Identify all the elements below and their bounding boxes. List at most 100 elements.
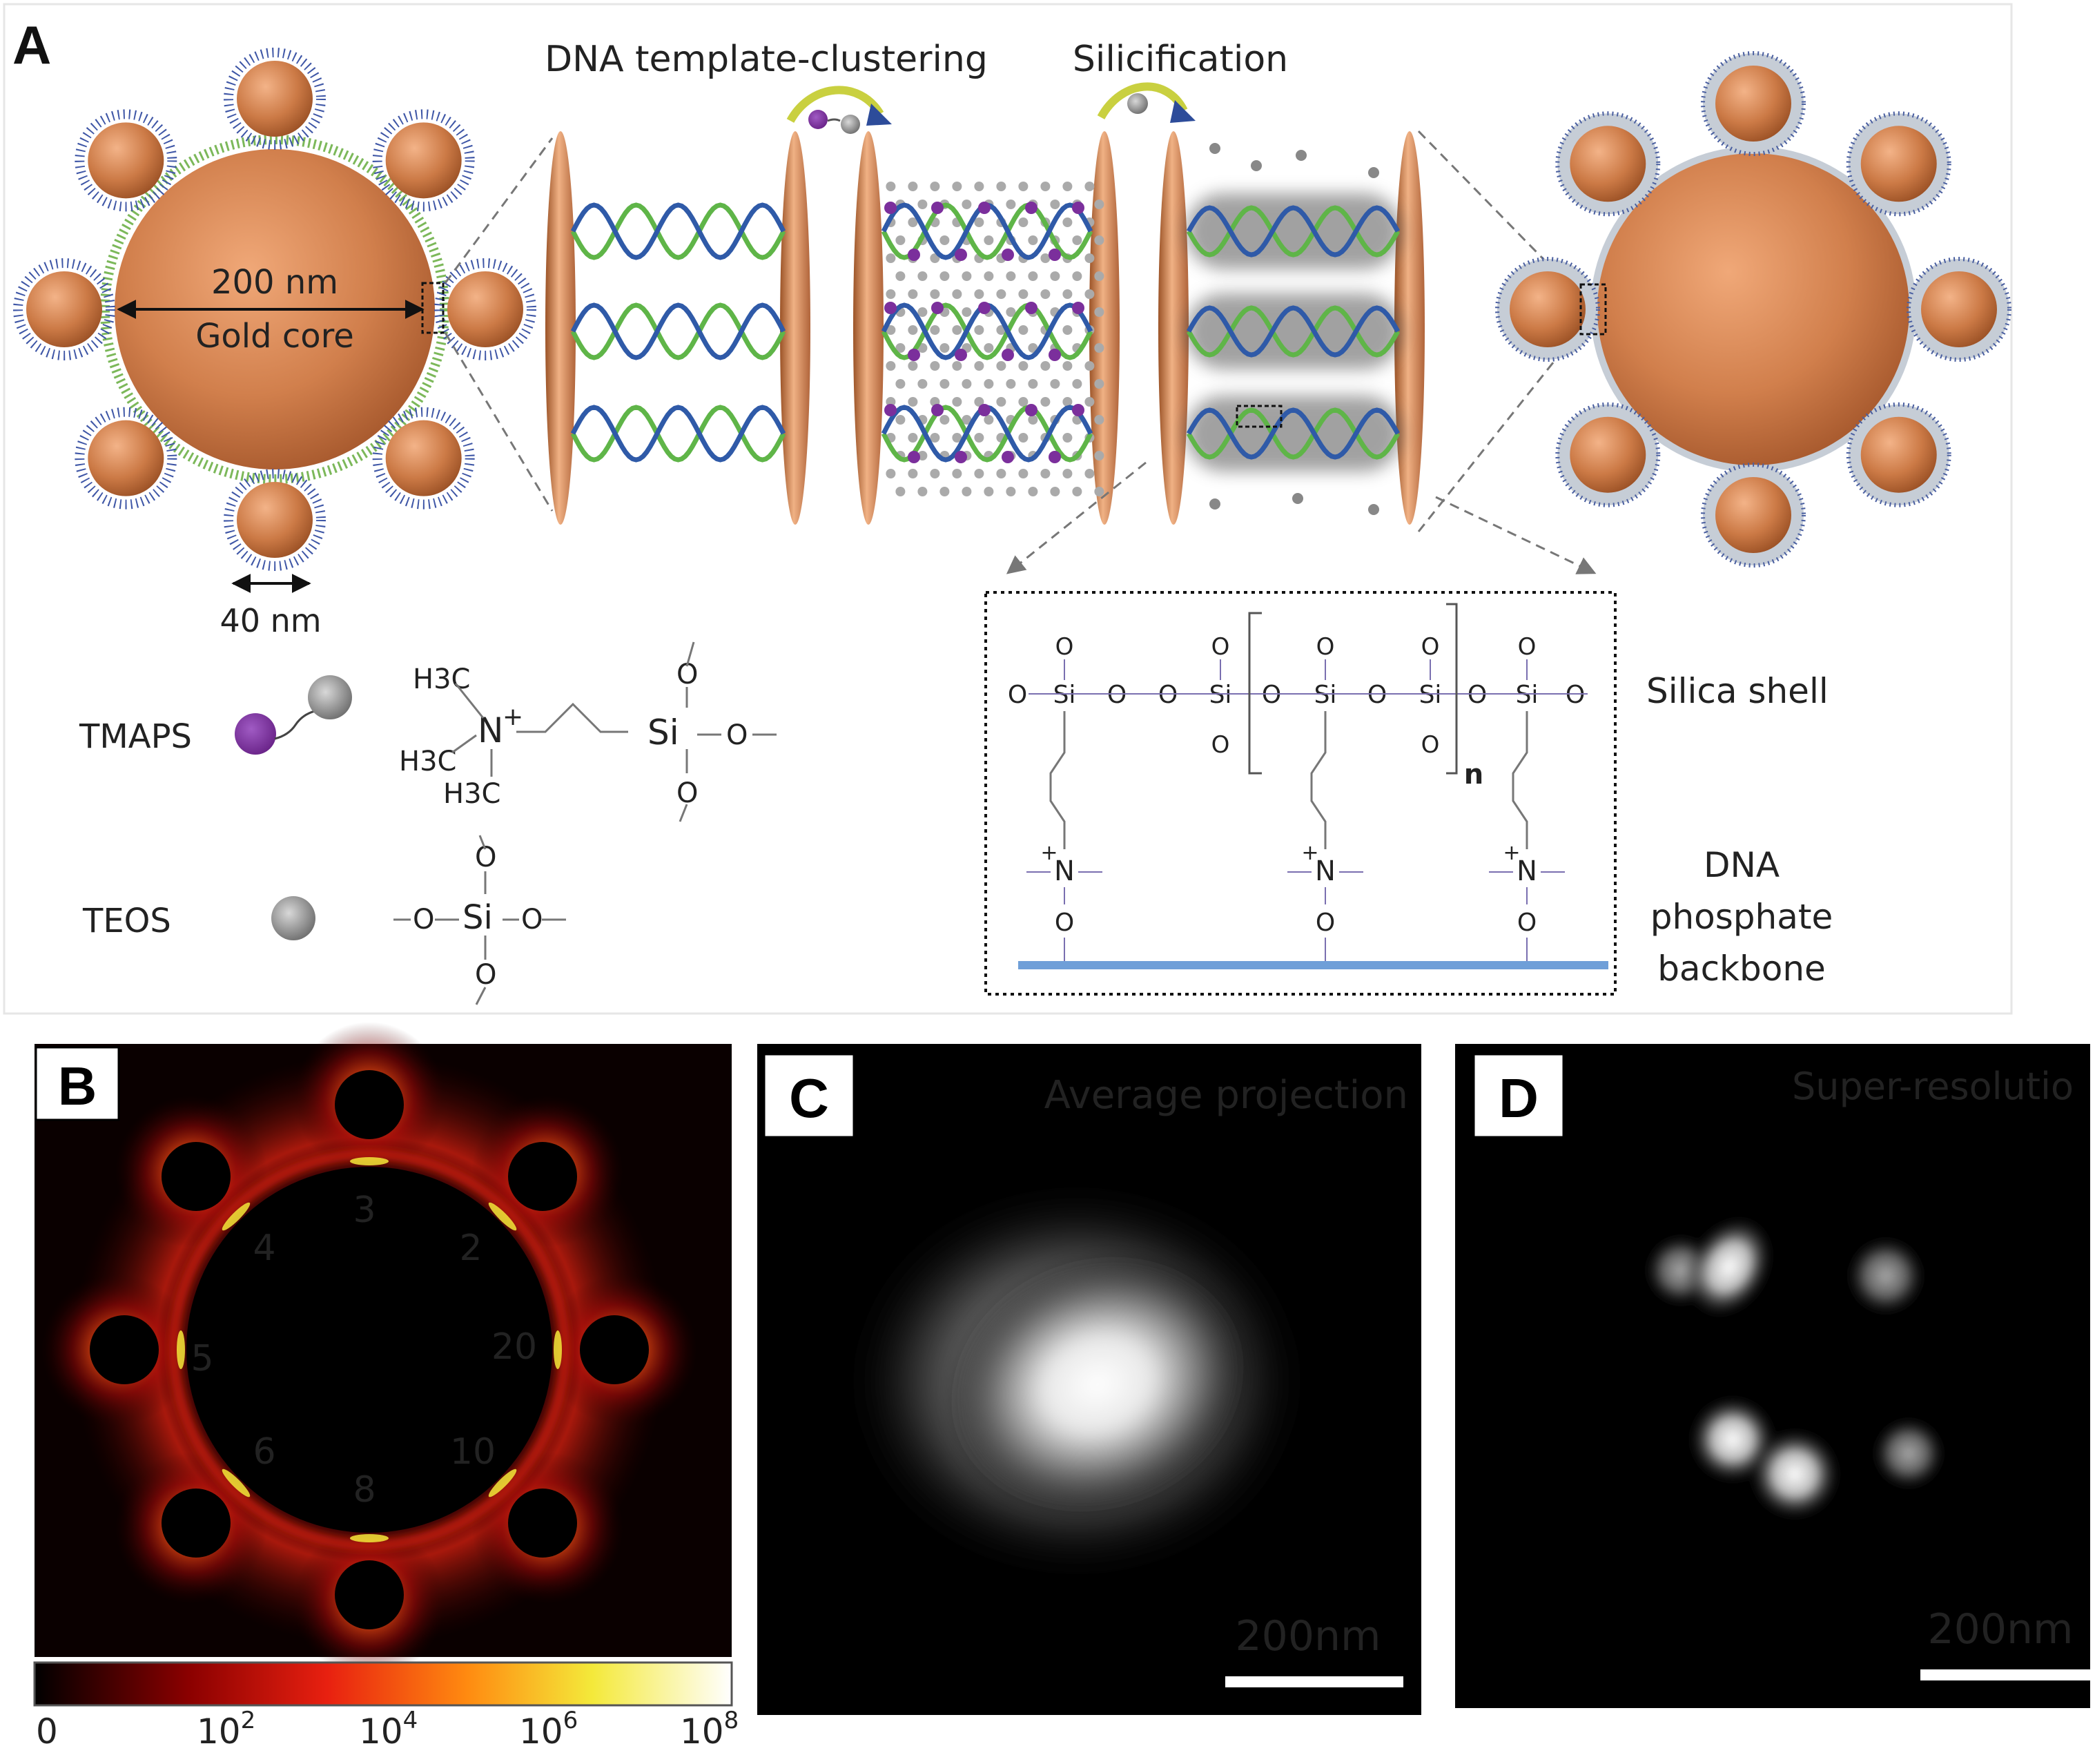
- teos-o-right: O: [521, 904, 543, 936]
- step1-title: DNA template-clustering: [545, 39, 988, 80]
- satellite-shadow: [508, 1489, 578, 1558]
- teos-molecule: [974, 361, 984, 371]
- gold-satellite: [1715, 477, 1791, 553]
- gap-hotspot: [177, 1330, 185, 1369]
- disk-pair-2: [853, 131, 1120, 525]
- teos-molecule: [886, 253, 896, 263]
- teos-molecule: [930, 182, 940, 191]
- teos-molecule: [939, 487, 950, 496]
- gap-label: 8: [353, 1469, 376, 1511]
- tmaps-molecule: [908, 349, 920, 361]
- tmaps-molecule: [978, 202, 991, 214]
- teos-molecule: [939, 271, 950, 281]
- teos-o-bottom: O: [475, 959, 496, 991]
- core-size-label: 200 nm: [211, 263, 338, 302]
- dna-backbone-bar: [1018, 961, 1608, 969]
- teos-molecule: [895, 487, 906, 496]
- silicon-atom: Si: [1314, 681, 1337, 709]
- teos-molecule: [1028, 235, 1038, 245]
- panel-c-label: C: [789, 1067, 829, 1129]
- inset-frame: [984, 591, 1617, 996]
- tmaps-o-right: O: [726, 719, 748, 751]
- tmaps-tail: [274, 710, 315, 740]
- satellite-shadow: [90, 1315, 159, 1384]
- propyl-chain: [1310, 711, 1327, 849]
- zoom-box-middle: [1236, 405, 1283, 428]
- gold-satellite: [385, 122, 462, 199]
- zoom-line-right-upper: [1417, 130, 1561, 278]
- dna-label-line3: backbone: [1657, 949, 1826, 989]
- teos-molecule: [939, 379, 950, 389]
- silicon-atom: Si: [1516, 681, 1539, 709]
- gold-satellite: [1570, 126, 1646, 202]
- ammonium-charge: +: [1040, 841, 1058, 865]
- tmaps-molecule: [1049, 349, 1061, 361]
- tmaps-o-bottom: O: [676, 777, 698, 809]
- oxygen-atom: O: [1468, 681, 1487, 709]
- dna-strand-green: [1186, 407, 1401, 460]
- gold-satellite: [88, 122, 164, 199]
- teos-molecule: [1028, 343, 1038, 353]
- teos-molecule: [1050, 379, 1060, 389]
- gold-satellite: [237, 482, 313, 558]
- field-enhancement-map: [41, 1022, 697, 1678]
- teos-molecule: [930, 469, 940, 478]
- satellite-shadow: [161, 1489, 231, 1558]
- gap-hotspot: [488, 1469, 517, 1498]
- teos-molecule: [1062, 217, 1073, 227]
- dna-strand-green: [881, 302, 1093, 360]
- teos-molecule: [974, 397, 984, 407]
- tmaps-h3c-bottom: H3C: [443, 778, 500, 810]
- dna-layer-ring: [100, 135, 449, 484]
- teos-molecule: [974, 469, 984, 478]
- teos-molecule: [984, 487, 994, 496]
- teos-molecule: [952, 361, 962, 371]
- teos-o-left: O: [413, 904, 434, 936]
- tmaps-molecule: [955, 349, 967, 361]
- panel-d-label-box: [1472, 1053, 1565, 1138]
- free-teos-dot: [1296, 150, 1307, 161]
- colorbar-tick: 108: [680, 1707, 739, 1752]
- tmaps-purple-icon: [235, 713, 276, 755]
- zoom-line-lower: [444, 332, 554, 512]
- teos-molecule: [917, 451, 928, 461]
- spot-1b: [1684, 1214, 1775, 1319]
- panel-d-scale-label: 200nm: [1928, 1605, 2074, 1654]
- teos-molecule: [886, 182, 896, 191]
- tmaps-si-bonds: [679, 641, 777, 822]
- free-teos-dot: [1209, 498, 1220, 510]
- teos-molecule: [1094, 307, 1104, 317]
- teos-molecule: [908, 325, 918, 335]
- teos-molecule: [996, 289, 1006, 299]
- teos-molecule: [908, 469, 918, 478]
- teos-molecule: [908, 397, 918, 407]
- teos-molecule: [939, 235, 950, 245]
- step2-curved-arrow: [1097, 82, 1196, 123]
- gold-satellite: [237, 61, 313, 137]
- teos-molecule: [984, 415, 994, 425]
- teos-molecule: [917, 200, 928, 209]
- tmaps-molecule: [931, 302, 944, 314]
- zoom-box-left: [421, 282, 445, 334]
- free-teos-dot: [1251, 160, 1262, 171]
- zoom-box-right: [1579, 283, 1607, 336]
- phosphate-oxygen: O: [1316, 909, 1335, 937]
- gold-satellite: [1570, 416, 1646, 493]
- gold-satellite: [1510, 271, 1586, 347]
- oxygen-atom: O: [1367, 681, 1387, 709]
- ammonium-nitrogen: N: [1315, 855, 1336, 887]
- teos-molecule: [996, 397, 1006, 407]
- teos-molecule: [1084, 469, 1095, 478]
- dna-strand-green: [1186, 205, 1401, 258]
- dna-label-line1: DNA: [1704, 845, 1780, 885]
- zoom-line-upper: [444, 137, 554, 284]
- core-satellite-left: 200 nm Gold core 40 nm: [13, 48, 536, 639]
- free-teos-dot: [1209, 143, 1220, 154]
- teos-molecule: [1062, 289, 1073, 299]
- super-resolution-spots: [1643, 1214, 1947, 1521]
- ammonium-nitrogen: N: [1054, 855, 1075, 887]
- free-teos-dot: [1368, 167, 1379, 178]
